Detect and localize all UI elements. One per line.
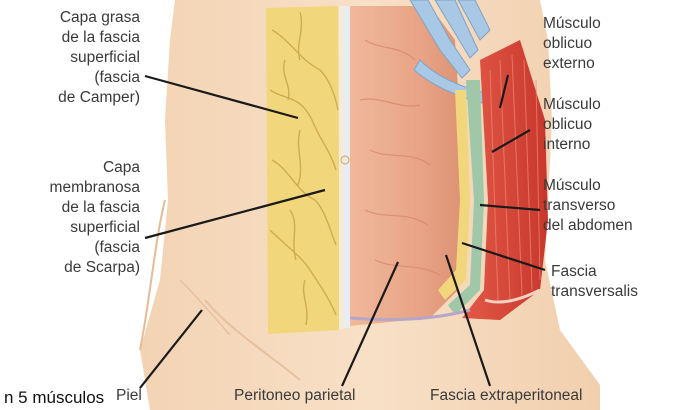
label-transversalis-line: transversalis — [551, 282, 638, 302]
label-scarpa-line: Capa — [4, 158, 140, 178]
label-interno-line: oblicuo — [543, 115, 601, 135]
label-transverso-line: Músculo — [543, 176, 633, 196]
label-interno-line: interno — [543, 135, 601, 155]
label-peritoneo-parietal: Peritoneo parietal — [234, 386, 356, 406]
label-camper-line: Capa grasa — [4, 8, 140, 28]
label-externo-line: externo — [543, 54, 601, 74]
label-transverso-line: del abdomen — [543, 216, 633, 236]
label-camper-line: superficial — [4, 48, 140, 68]
label-camper-line: de Camper) — [4, 88, 140, 108]
label-transverso: Músculo transverso del abdomen — [543, 176, 633, 236]
label-transversalis: Fascia transversalis — [551, 262, 638, 302]
label-oblicuo-interno: Músculo oblicuo interno — [543, 95, 601, 155]
label-piel: Piel — [116, 386, 142, 406]
label-interno-line: Músculo — [543, 95, 601, 115]
label-scarpa-line: de la fascia — [4, 198, 140, 218]
label-fascia-extraperitoneal: Fascia extraperitoneal — [430, 386, 583, 406]
label-camper-line: (fascia — [4, 68, 140, 88]
caption-text: n 5 músculos — [2, 388, 106, 408]
linea-alba — [344, 6, 350, 328]
label-scarpa-line: (fascia — [4, 238, 140, 258]
umbilicus — [341, 156, 349, 164]
label-camper: Capa grasa de la fascia superficial (fas… — [4, 8, 140, 108]
label-scarpa-line: membranosa — [4, 178, 140, 198]
label-scarpa: Capa membranosa de la fascia superficial… — [4, 158, 140, 278]
label-externo-line: Músculo — [543, 14, 601, 34]
label-camper-line: de la fascia — [4, 28, 140, 48]
camper-fat-layer — [266, 6, 340, 334]
label-oblicuo-externo: Músculo oblicuo externo — [543, 14, 601, 74]
label-externo-line: oblicuo — [543, 34, 601, 54]
label-transverso-line: transverso — [543, 196, 633, 216]
label-scarpa-line: de Scarpa) — [4, 258, 140, 278]
label-scarpa-line: superficial — [4, 218, 140, 238]
label-transversalis-line: Fascia — [551, 262, 638, 282]
